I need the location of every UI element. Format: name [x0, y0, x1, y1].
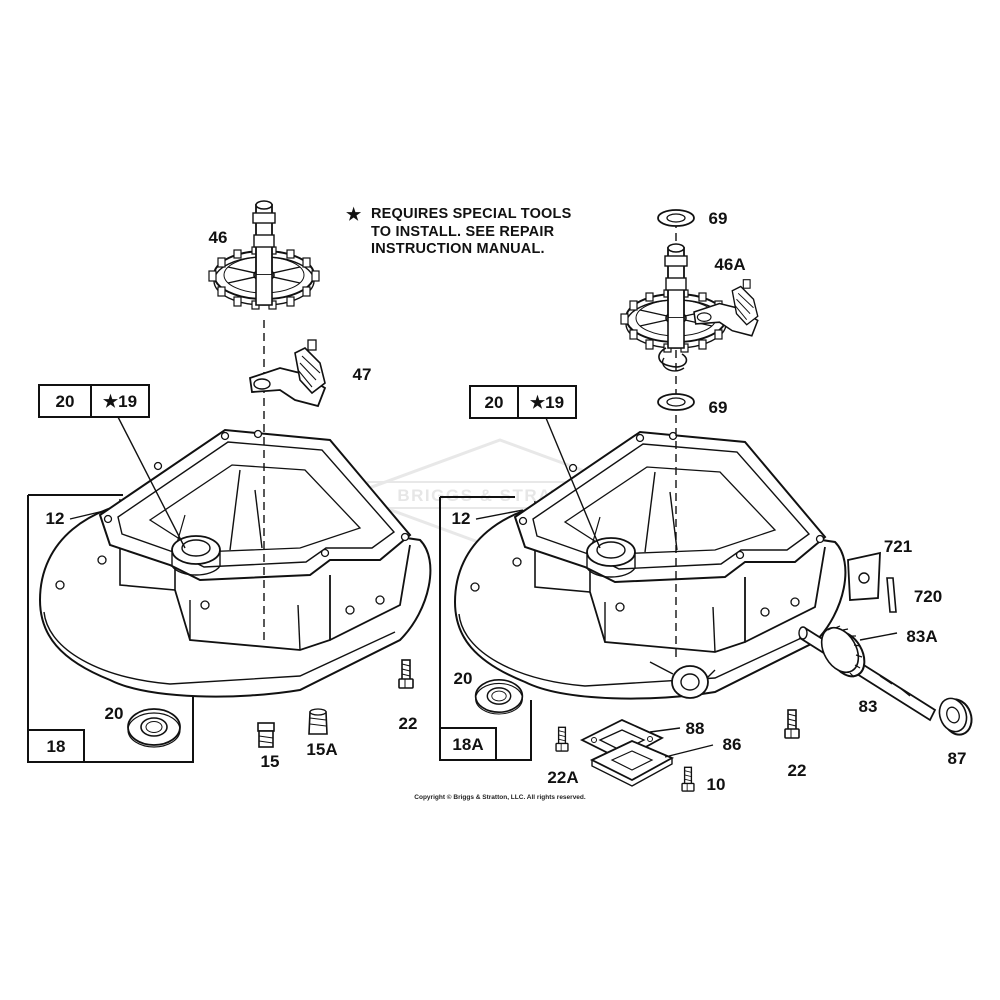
- label-20-left: 20: [105, 704, 124, 723]
- label-69-top: 69: [709, 209, 728, 228]
- label-10: 10: [707, 775, 726, 794]
- special-tools-note: ★ REQUIRES SPECIAL TOOLS TO INSTALL. SEE…: [346, 206, 646, 259]
- label-12-right: 12: [452, 509, 471, 528]
- label-46: 46: [209, 228, 228, 247]
- right-sump-housing: [454, 431, 847, 700]
- leader-86: [664, 744, 714, 758]
- leader-88: [649, 727, 681, 733]
- label-87: 87: [948, 749, 967, 768]
- label-83: 83: [859, 697, 878, 716]
- left-sump-housing: [39, 429, 432, 698]
- bolt-22-right: [784, 709, 800, 739]
- box-18-label: 18: [47, 737, 66, 756]
- left-governor-47: [249, 339, 326, 407]
- label-83a: 83A: [906, 627, 937, 646]
- leader-19-right: [545, 417, 601, 549]
- label-15: 15: [261, 752, 280, 771]
- box-20-label-right: 20: [485, 393, 504, 412]
- box-18: [27, 729, 85, 763]
- label-88: 88: [686, 719, 705, 738]
- screw-10: [681, 766, 695, 792]
- note-line-2: TO INSTALL. SEE REPAIR: [371, 223, 555, 240]
- label-22-right: 22: [788, 761, 807, 780]
- box-18a-label: 18A: [452, 735, 483, 754]
- bolt-22-left: [398, 659, 414, 689]
- gear-83a: [820, 625, 866, 678]
- box-19-label-right: ★19: [530, 393, 564, 412]
- note-line-3: INSTRUCTION MANUAL.: [371, 241, 545, 257]
- right-cam-gear-46a: [620, 243, 732, 372]
- pin-720: [886, 577, 897, 613]
- label-86: 86: [723, 735, 742, 754]
- seal-87: [938, 697, 973, 736]
- box-19-right: [517, 385, 577, 419]
- copyright-notice: Copyright © Briggs & Stratton, LLC. All …: [414, 794, 586, 801]
- box-20-right: [469, 385, 519, 419]
- label-47: 47: [353, 365, 372, 384]
- leader-19-left: [117, 416, 186, 549]
- washer-69-top: [657, 209, 695, 227]
- left-assembly: 18 46 47 20 ★19 12 20: [27, 200, 432, 771]
- note-line-1: REQUIRES SPECIAL TOOLS: [371, 206, 572, 222]
- left-cam-gear-46: [208, 200, 320, 310]
- right-seal-20: [474, 678, 524, 715]
- box-18a: [439, 727, 497, 761]
- box-19-label-left: ★19: [103, 392, 137, 411]
- box-20-label-left: 20: [56, 392, 75, 411]
- label-46a: 46A: [714, 255, 745, 274]
- label-22-left: 22: [399, 714, 418, 733]
- label-721: 721: [884, 537, 912, 556]
- leader-12-left: [69, 509, 109, 520]
- label-69-bottom: 69: [709, 398, 728, 417]
- label-20-right: 20: [454, 669, 473, 688]
- label-12-left: 12: [46, 509, 65, 528]
- label-22a: 22A: [547, 768, 578, 787]
- bolt-22a: [555, 726, 569, 752]
- label-15a: 15A: [306, 740, 337, 759]
- label-720: 720: [914, 587, 942, 606]
- cover-86: [589, 740, 675, 787]
- leader-83a: [859, 632, 898, 641]
- plate-721: [847, 551, 881, 601]
- left-seal-20: [127, 708, 181, 748]
- box-19-left: [90, 384, 150, 418]
- star-icon: ★: [346, 205, 362, 224]
- leader-12-right: [475, 509, 524, 520]
- right-assembly: 18A 69 46A 6: [439, 209, 973, 794]
- plug-15: [257, 722, 275, 748]
- washer-69-bottom: [657, 393, 695, 411]
- plug-15a: [308, 708, 328, 735]
